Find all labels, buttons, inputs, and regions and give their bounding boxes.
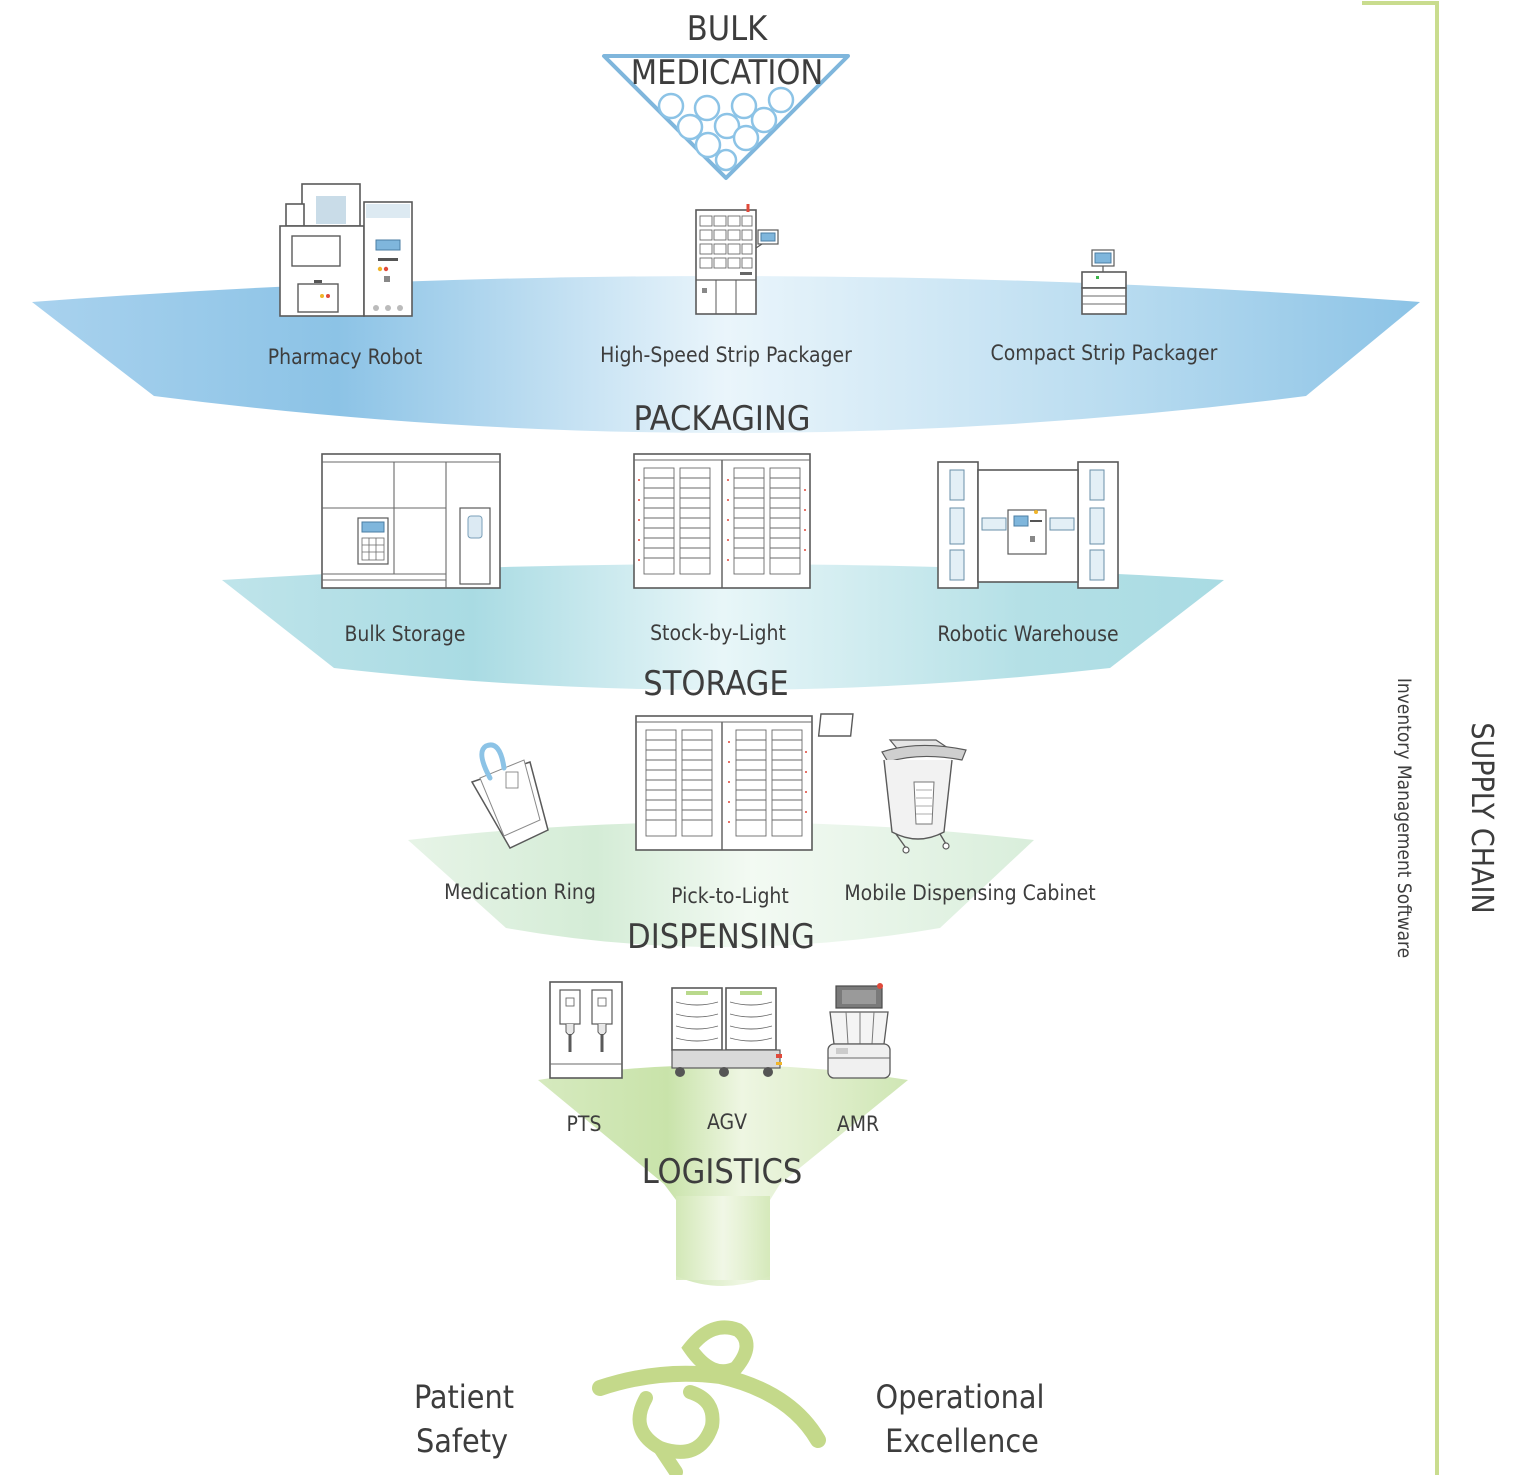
medication-ring-icon	[470, 742, 549, 849]
excellence-label: Excellence	[885, 1422, 1039, 1460]
amr-icon	[827, 983, 891, 1079]
packaging-title: PACKAGING	[633, 399, 810, 439]
logistics-title: LOGISTICS	[642, 1152, 803, 1192]
supply-chain-sidebar: Inventory Management Software SUPPLY CHA…	[1362, 1, 1499, 1475]
storage-title: STORAGE	[643, 664, 788, 704]
outcomes: Patient Safety Operational Excellence	[414, 1320, 1045, 1475]
amr-label: AMR	[837, 1112, 879, 1136]
pill-circles	[657, 86, 795, 172]
agv-icon	[671, 987, 782, 1077]
compact-packager-label: Compact Strip Packager	[991, 341, 1218, 365]
pharmacy-robot-label: Pharmacy Robot	[268, 345, 423, 369]
dispensing-tier: Medication Ring Pick-to-Light Mobile Dis…	[408, 713, 1096, 957]
robotic-warehouse-label: Robotic Warehouse	[937, 622, 1118, 646]
logistics-funnel	[538, 1065, 908, 1286]
inventory-software-label: Inventory Management Software	[1393, 678, 1415, 958]
agv-label: AGV	[707, 1110, 747, 1134]
bulk-line1: BULK	[687, 9, 768, 49]
dispensing-title: DISPENSING	[627, 917, 815, 957]
pick-to-light-icon	[635, 715, 813, 851]
logistics-tier: PTS AGV AMR LOGISTICS	[538, 981, 908, 1286]
pts-label: PTS	[567, 1112, 602, 1136]
stock-by-light-icon	[633, 453, 811, 589]
bulk-medication-hopper: BULK MEDICATION	[602, 9, 850, 180]
operational-label: Operational	[876, 1378, 1045, 1416]
pharmacy-robot-icon	[279, 183, 413, 317]
mobile-cabinet-icon	[817, 713, 967, 854]
supply-chain-label: SUPPLY CHAIN	[1464, 722, 1499, 913]
company-logo-icon	[592, 1320, 826, 1475]
strip-packager-icon	[695, 204, 779, 315]
storage-band	[222, 564, 1224, 690]
supply-chain-bracket	[1362, 1, 1439, 1475]
logistics-stem	[676, 1196, 770, 1280]
safety-label: Safety	[416, 1422, 508, 1460]
mobile-cabinet-label: Mobile Dispensing Cabinet	[844, 881, 1095, 905]
robotic-warehouse-icon	[937, 461, 1119, 589]
patient-label: Patient	[414, 1378, 514, 1416]
stock-by-light-label: Stock-by-Light	[650, 621, 786, 645]
bulk-storage-icon	[321, 453, 501, 589]
dispensing-band	[408, 822, 1034, 947]
compact-packager-icon	[1081, 249, 1127, 315]
strip-packager-label: High-Speed Strip Packager	[600, 343, 852, 367]
pick-to-light-label: Pick-to-Light	[671, 884, 789, 908]
bulk-storage-label: Bulk Storage	[344, 622, 465, 646]
packaging-tier: Pharmacy Robot High-Speed Strip Packager…	[32, 183, 1420, 439]
bulk-line2: MEDICATION	[631, 53, 824, 93]
medication-ring-label: Medication Ring	[444, 880, 596, 904]
pts-icon	[549, 981, 623, 1079]
storage-tier: Bulk Storage Stock-by-Light Robotic Ware…	[222, 453, 1224, 704]
